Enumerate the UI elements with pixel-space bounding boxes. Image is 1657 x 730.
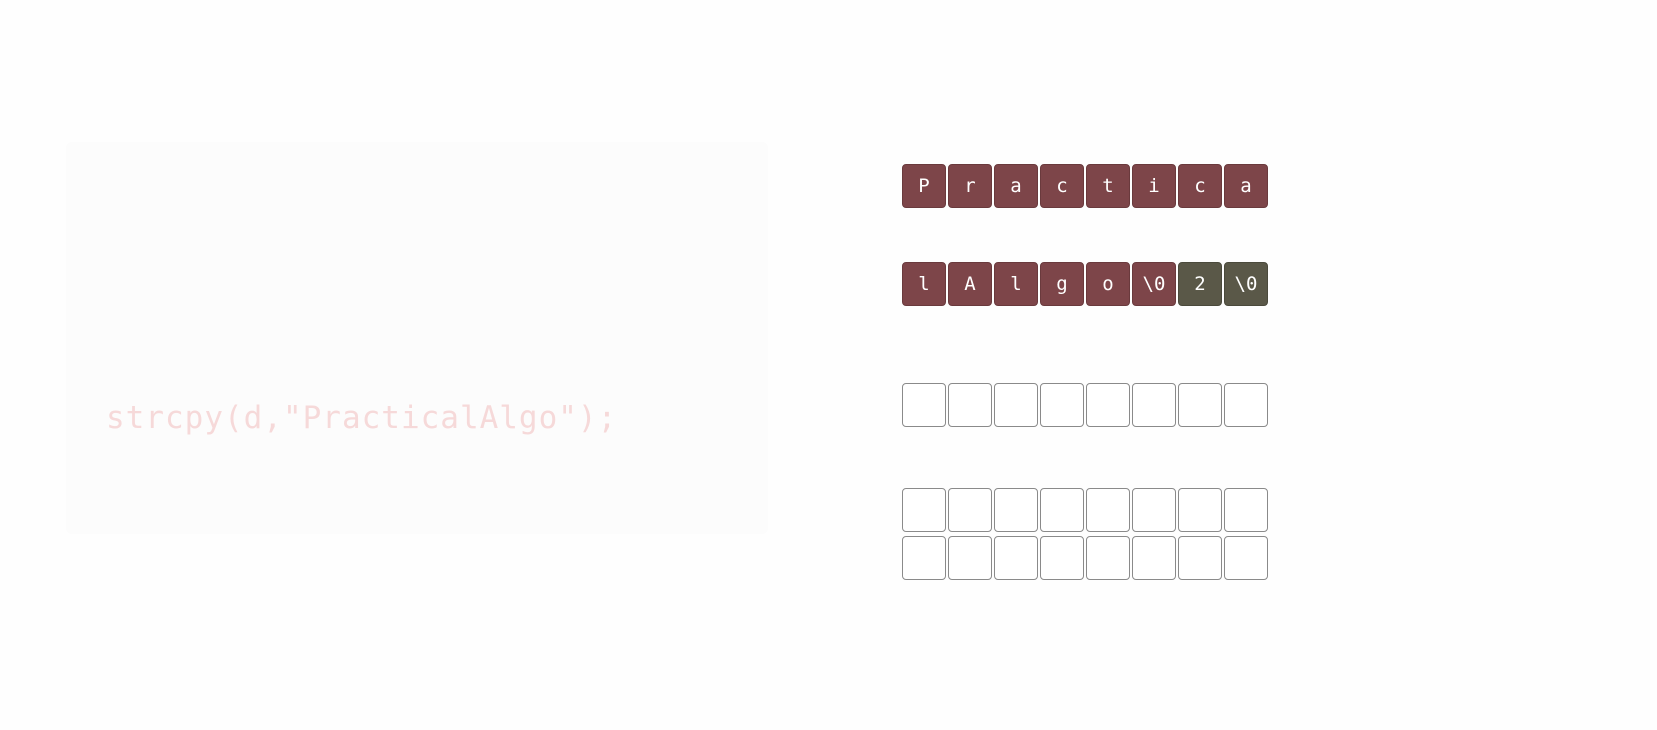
memory-cell-empty — [1132, 488, 1176, 532]
memory-row-1: P r a c t i c a — [902, 164, 1268, 208]
memory-cell-empty — [1132, 536, 1176, 580]
memory-cell-empty — [948, 536, 992, 580]
memory-cell-padding: 2 — [1178, 262, 1222, 306]
memory-cell: a — [994, 164, 1038, 208]
memory-cell-padding: \0 — [1224, 262, 1268, 306]
memory-cell-empty — [902, 536, 946, 580]
memory-cell: a — [1224, 164, 1268, 208]
memory-cell-empty — [1086, 488, 1130, 532]
memory-cell: r — [948, 164, 992, 208]
memory-cell-empty — [1224, 488, 1268, 532]
memory-cell-empty — [948, 488, 992, 532]
memory-cell-empty — [994, 536, 1038, 580]
code-panel: strcpy(d,"PracticalAlgo"); — [66, 142, 768, 534]
memory-cell-empty — [902, 488, 946, 532]
memory-cell: i — [1132, 164, 1176, 208]
memory-row-2: l A l g o \0 2 \0 — [902, 262, 1268, 306]
memory-cell: o — [1086, 262, 1130, 306]
memory-cell: \0 — [1132, 262, 1176, 306]
memory-cell: l — [902, 262, 946, 306]
memory-cell-empty — [1040, 488, 1084, 532]
memory-row-4 — [902, 488, 1268, 532]
code-line-strcpy: strcpy(d,"PracticalAlgo"); — [106, 400, 618, 436]
memory-cell: g — [1040, 262, 1084, 306]
memory-cell-empty — [994, 488, 1038, 532]
memory-cell-empty — [994, 383, 1038, 427]
memory-cell-empty — [1224, 383, 1268, 427]
memory-cell-empty — [902, 383, 946, 427]
memory-cell-empty — [1040, 383, 1084, 427]
memory-cell-empty — [1132, 383, 1176, 427]
memory-cell-empty — [948, 383, 992, 427]
memory-cell: l — [994, 262, 1038, 306]
memory-row-3 — [902, 383, 1268, 427]
memory-row-5 — [902, 536, 1268, 580]
memory-cell-empty — [1040, 536, 1084, 580]
memory-cell: A — [948, 262, 992, 306]
memory-cell-empty — [1178, 488, 1222, 532]
memory-cell: P — [902, 164, 946, 208]
memory-cell: c — [1178, 164, 1222, 208]
memory-cell-empty — [1178, 383, 1222, 427]
memory-cell-empty — [1224, 536, 1268, 580]
memory-cell: c — [1040, 164, 1084, 208]
memory-cell-empty — [1086, 383, 1130, 427]
memory-cell: t — [1086, 164, 1130, 208]
memory-cell-empty — [1086, 536, 1130, 580]
memory-cell-empty — [1178, 536, 1222, 580]
